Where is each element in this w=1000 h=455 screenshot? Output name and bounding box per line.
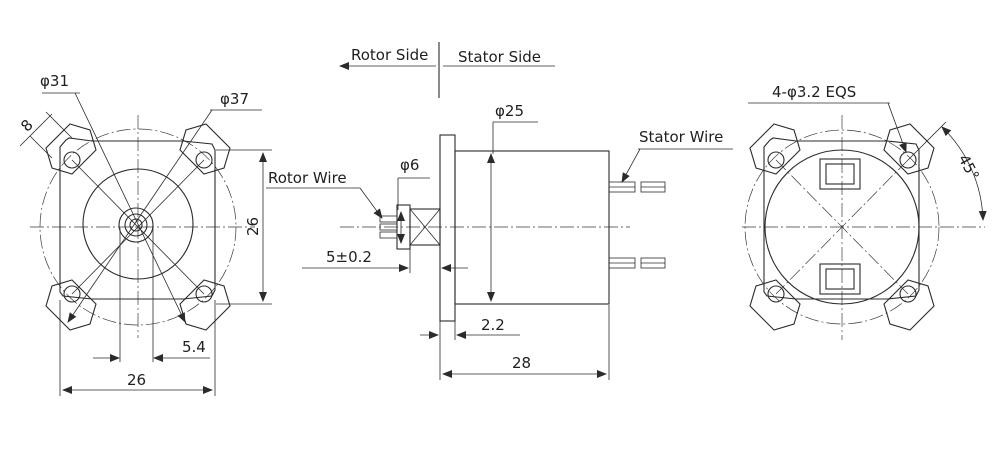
angle-arc <box>941 126 987 221</box>
left-shaft-inner <box>129 218 143 232</box>
right-diagonal <box>775 159 909 295</box>
holes-label: 4-φ3.2 EQS <box>772 83 856 101</box>
stator-wire-leader <box>621 148 641 183</box>
dim-8-ext <box>45 111 73 139</box>
phi37-label: φ37 <box>220 90 249 108</box>
rotor-wire <box>379 231 398 239</box>
phi37-leader <box>67 109 213 323</box>
right-mounting-hole <box>899 151 917 169</box>
left-mounting-hole <box>195 285 213 303</box>
stator-wire-label: Stator Wire <box>639 128 723 146</box>
left-shaft-mid <box>124 213 148 237</box>
left-ear-bottom-right <box>179 279 231 331</box>
right-view: 4-φ3.2 EQS 45° <box>742 83 987 340</box>
dim-5-label: 5±0.2 <box>326 248 372 266</box>
side-view: Rotor Wire φ6 5±0.2 φ25 Stator Wire 2.2 … <box>266 102 733 380</box>
side-collar-cross <box>409 208 441 246</box>
stator-side-label: Stator Side <box>458 48 541 66</box>
dim-26b-label: 26 <box>127 371 146 389</box>
rotor-wire-label: Rotor Wire <box>268 169 347 187</box>
right-ear-bottom-right <box>883 279 935 331</box>
rotor-side-label: Rotor Side <box>351 46 428 64</box>
left-flange-outline <box>59 137 216 300</box>
left-ear-top-right <box>179 123 231 175</box>
dim-5.4-label: 5.4 <box>182 338 206 356</box>
rotor-wire <box>379 215 398 223</box>
dim-8-line <box>19 113 53 147</box>
right-mounting-hole <box>767 151 785 169</box>
left-mounting-hole <box>63 285 81 303</box>
dim-2.2-label: 2.2 <box>481 316 505 334</box>
right-terminal-pad-bottom <box>819 263 861 295</box>
right-mounting-hole <box>767 285 785 303</box>
left-shaft-outer <box>118 207 154 243</box>
left-body-circle <box>82 168 194 280</box>
right-outer-circle <box>744 129 940 325</box>
angle-ext <box>907 121 947 161</box>
left-diagonal <box>71 159 205 295</box>
left-ear-bottom-left <box>45 279 97 331</box>
holes-leader <box>887 102 907 153</box>
dim-28-label: 28 <box>512 354 531 372</box>
dim-26v-label: 26 <box>244 217 262 236</box>
dim-phi25-label: φ25 <box>495 102 524 120</box>
side-body <box>454 150 610 305</box>
left-view: φ31 φ37 8 26 5.4 26 <box>17 72 272 396</box>
right-mounting-hole <box>899 285 917 303</box>
side-indicator: Rotor Side Stator Side <box>339 42 555 98</box>
right-body-circle <box>764 149 920 305</box>
right-terminal-pad-bottom-inner <box>825 268 855 290</box>
right-ear-top-left <box>749 123 801 175</box>
angle-label: 45° <box>954 151 982 183</box>
dim-8-ext <box>29 135 53 159</box>
right-terminal-pad-top-inner <box>825 163 855 185</box>
phi31-label: φ31 <box>40 72 69 90</box>
left-ear-top-left <box>45 123 97 175</box>
side-flange-plate <box>439 134 456 322</box>
right-terminal-pad-top <box>819 158 861 190</box>
left-phi37-circle <box>39 128 237 326</box>
phi31-leader <box>74 92 186 323</box>
right-flange-outline <box>763 137 920 300</box>
dim-phi6-label: φ6 <box>400 156 419 174</box>
rotor-wire-leader <box>359 187 383 219</box>
left-mounting-hole <box>195 151 213 169</box>
left-mounting-hole <box>63 151 81 169</box>
right-ear-top-right <box>883 123 935 175</box>
right-ear-bottom-left <box>749 279 801 331</box>
